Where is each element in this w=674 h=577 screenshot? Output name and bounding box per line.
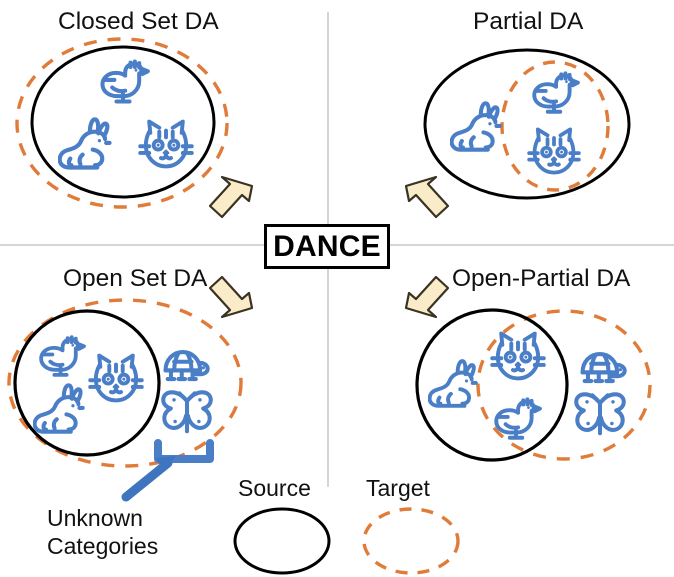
turtle-icon xyxy=(583,354,625,381)
cat-icon xyxy=(138,119,194,169)
rabbit-icon xyxy=(60,119,110,167)
target-ellipse-closed-set xyxy=(15,37,229,209)
dance-center-box: DANCE xyxy=(264,224,390,269)
unknown-categories-brace xyxy=(154,439,214,463)
source-circle-open-partial xyxy=(415,308,569,462)
rabbit-icon xyxy=(35,385,83,431)
arrow-to-closed-set-da xyxy=(208,175,254,219)
source-circle-open-set xyxy=(13,309,161,457)
butterfly-icon xyxy=(576,394,624,433)
butterfly-icon xyxy=(163,392,211,431)
open-partial-da-group xyxy=(415,308,652,462)
source-ellipse-closed-set xyxy=(30,45,216,199)
legend-shapes xyxy=(233,507,460,575)
unknown-categories-arrow xyxy=(121,456,176,502)
bird-icon xyxy=(494,397,542,440)
bird-icon xyxy=(102,62,147,102)
bird-icon xyxy=(39,335,86,377)
radiating-arrows xyxy=(208,175,450,319)
legend-source-label: Source xyxy=(238,475,311,501)
quadrant-title-open-partial-da: Open-Partial DA xyxy=(452,265,631,292)
cat-icon xyxy=(88,353,144,403)
target-ellipse-open-set xyxy=(7,298,243,468)
unknown-categories-label: Unknown Categories xyxy=(47,505,159,560)
quadrant-title-open-set-da: Open Set DA xyxy=(63,265,208,292)
legend-target-ellipse xyxy=(362,507,460,575)
turtle-icon xyxy=(166,352,208,379)
closed-set-da-group xyxy=(15,37,229,209)
cat-icon xyxy=(527,127,581,175)
rabbit-icon xyxy=(452,103,500,149)
open-set-da-group xyxy=(7,298,243,502)
arrow-to-partial-da xyxy=(404,175,450,219)
legend-target-label: Target xyxy=(366,475,430,501)
rabbit-icon xyxy=(428,359,478,408)
cat-icon xyxy=(490,331,546,381)
arrow-to-open-partial-da xyxy=(404,275,450,319)
quadrant-title-partial-da: Partial DA xyxy=(473,8,584,35)
bird-icon xyxy=(532,71,580,114)
target-ellipse-open-partial xyxy=(476,309,652,461)
quadrant-title-closed-set-da: Closed Set DA xyxy=(58,8,219,35)
partial-da-group xyxy=(423,48,631,200)
legend-source-ellipse xyxy=(233,507,331,575)
target-ellipse-partial xyxy=(500,60,610,192)
dance-label: DANCE xyxy=(273,229,381,263)
source-ellipse-partial xyxy=(423,48,631,200)
arrow-to-open-set-da xyxy=(208,275,254,319)
